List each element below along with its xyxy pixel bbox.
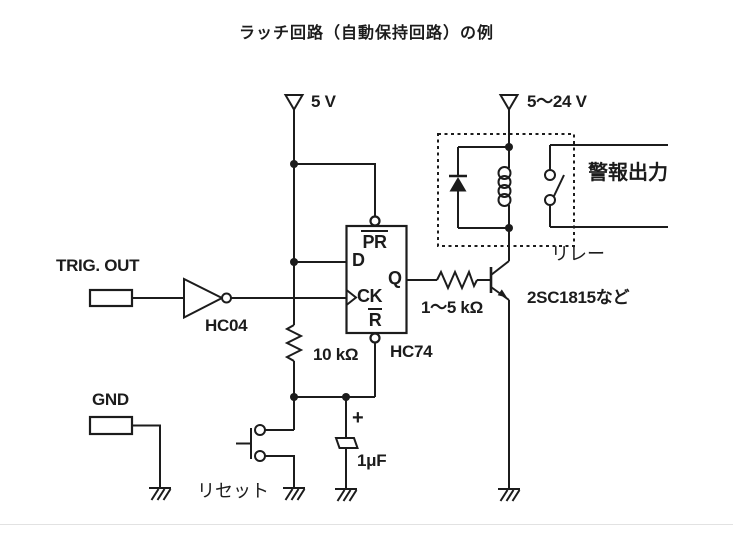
trig-out-terminal	[88, 288, 134, 308]
resistor-1-5k-label: 1～5 kΩ	[421, 298, 483, 317]
flyback-diode	[449, 146, 509, 229]
reset-button-symbol	[236, 424, 295, 488]
transistor-npn	[489, 228, 510, 489]
trig-out-label: TRIG. OUT	[56, 256, 140, 275]
power-symbol-5-24v	[498, 94, 520, 147]
pin-clock-label: CK	[357, 286, 383, 306]
flipflop-box	[345, 215, 408, 344]
capacitor-plus-sign: +	[352, 407, 364, 429]
gnd-wire	[132, 424, 161, 488]
relay-dashed-box	[437, 133, 575, 247]
alarm-output-wires	[550, 144, 668, 228]
pin-data-label: D	[352, 250, 365, 270]
supply-5v-label: 5 V	[311, 92, 336, 111]
relay-switch	[544, 145, 565, 227]
ground-icon	[148, 487, 172, 501]
page-divider	[0, 524, 733, 525]
capacitor-value-label: 1μF	[357, 451, 387, 470]
power-symbol-5v	[283, 94, 305, 325]
resistor-1-5k	[436, 269, 478, 291]
ground-icon	[497, 488, 521, 502]
pin-output-label: Q	[388, 268, 402, 288]
ground-icon	[334, 488, 358, 502]
gnd-label: GND	[92, 390, 129, 409]
page-title: ラッチ回路（自動保持回路）の例	[238, 25, 494, 42]
pin-preset-label: PR	[361, 230, 388, 252]
resistor-10k-label: 10 kΩ	[313, 345, 359, 364]
preset-wire	[294, 163, 376, 217]
hc74-label: HC74	[390, 342, 433, 361]
q-output-wiring	[406, 269, 491, 291]
inverter-gate	[183, 277, 347, 320]
gnd-terminal	[88, 415, 134, 436]
ground-icon	[282, 487, 306, 501]
clock-triangle	[345, 289, 358, 306]
capacitor-1uf	[334, 397, 359, 489]
reset-label: リセット	[197, 481, 269, 501]
relay-label: リレー	[551, 244, 605, 264]
pin-reset-label: R	[368, 308, 382, 330]
junction-dots	[290, 143, 513, 401]
resistor-10k	[284, 324, 304, 362]
alarm-output-label: 警報出力	[588, 162, 668, 184]
emitter-arrow	[497, 289, 507, 298]
hc04-label: HC04	[205, 316, 248, 335]
relay-coil	[497, 147, 512, 228]
transistor-label: 2SC1815など	[527, 288, 630, 307]
supply-5-24v-label: 5～24 V	[527, 92, 587, 111]
